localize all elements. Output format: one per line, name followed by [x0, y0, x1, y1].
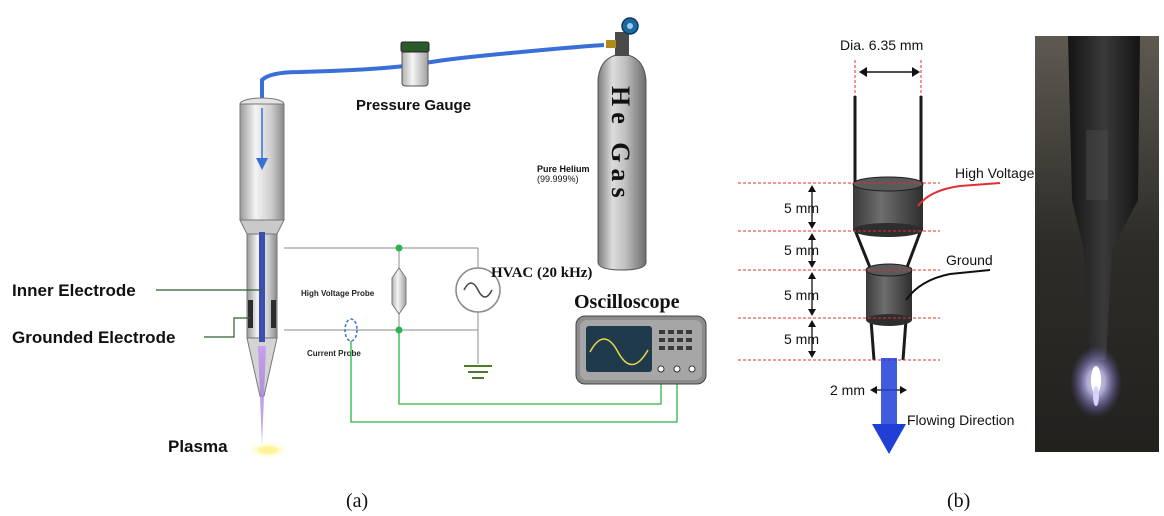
current-probe — [344, 318, 358, 342]
plasma-jet-photo — [1035, 36, 1159, 452]
cylinder-label: He Gas — [606, 86, 635, 204]
high-voltage-label: High Voltage — [955, 165, 1035, 181]
grounded-electrode-left — [248, 300, 253, 328]
flow-direction-arrow — [872, 358, 906, 454]
oscilloscope — [575, 315, 707, 385]
panel-a-caption: (a) — [346, 490, 368, 512]
plasma-label: Plasma — [168, 437, 228, 456]
oscilloscope-label: Oscilloscope — [574, 291, 680, 313]
ground-electrode — [865, 263, 913, 326]
panel-b-caption: (b) — [947, 490, 970, 512]
pure-helium-label: Pure Helium — [537, 164, 590, 174]
panel-b: Dia. 6.35 mm High Voltage Ground — [738, 36, 1159, 512]
nozzle-gap-label: 2 mm — [830, 382, 865, 398]
high-voltage-wire — [917, 182, 1001, 207]
dim-label-2: 5 mm — [784, 242, 819, 258]
plasma-plume — [258, 346, 266, 446]
dim-label-3: 5 mm — [784, 287, 819, 303]
dimension-guides — [738, 182, 940, 361]
pressure-gauge — [400, 41, 430, 87]
hvac-label: HVAC (20 kHz) — [491, 265, 592, 281]
gas-line — [260, 43, 605, 104]
high-voltage-electrode — [852, 176, 924, 237]
flow-direction-label: Flowing Direction — [907, 412, 1014, 428]
ground-label: Ground — [946, 252, 993, 268]
oscilloscope-screen — [586, 326, 652, 372]
high-voltage-probe — [391, 267, 407, 315]
pressure-gauge-label: Pressure Gauge — [356, 97, 471, 114]
purity-label: (99.999%) — [537, 174, 579, 184]
grounded-electrode-leader — [204, 317, 250, 338]
inner-electrode-label: Inner Electrode — [12, 281, 136, 300]
grounded-electrode-label: Grounded Electrode — [12, 328, 175, 347]
signal-wires — [350, 330, 678, 423]
circuit-wiring — [284, 247, 479, 364]
grounded-electrode-right — [271, 300, 276, 328]
node-top — [395, 244, 403, 252]
current-probe-label: Current Probe — [307, 349, 361, 358]
panel-a: Pressure Gauge He Gas Pure Helium (99.99… — [12, 17, 707, 512]
dim-label-4: 5 mm — [784, 331, 819, 347]
inner-electrode — [259, 232, 265, 342]
ground-wire — [905, 269, 991, 301]
dim-label-1: 5 mm — [784, 200, 819, 216]
hvac-source — [455, 267, 501, 313]
hv-probe-label: High Voltage Probe — [301, 289, 375, 298]
diameter-label: Dia. 6.35 mm — [840, 37, 923, 53]
ground-symbol — [464, 365, 492, 379]
helium-cylinder — [597, 17, 647, 271]
